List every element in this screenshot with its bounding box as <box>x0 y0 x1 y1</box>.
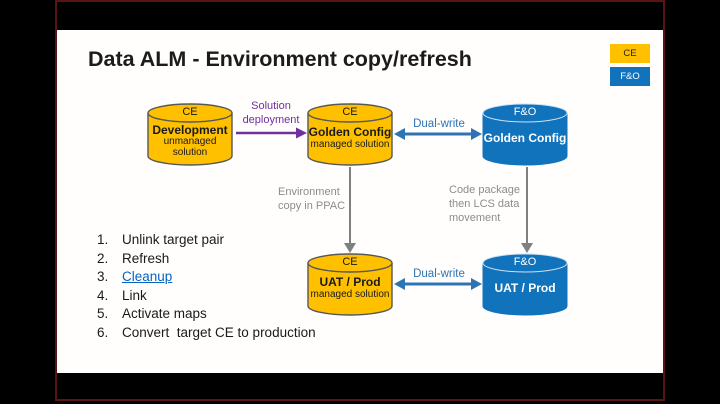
step-number: 4. <box>97 287 109 303</box>
slide-background <box>57 30 663 373</box>
dual-write-bottom-label: Dual-write <box>413 268 465 280</box>
dual-write-top-label: Dual-write <box>413 118 465 130</box>
step-refresh: 2. Refresh <box>97 251 316 270</box>
step-label: Convert target CE to production <box>122 324 316 340</box>
cylinder-uat-prod-ce: CE UAT / Prod managed solution <box>306 252 394 318</box>
cylinder-golden-config-ce: CE Golden Config managed solution <box>306 102 394 168</box>
step-unlink: 1. Unlink target pair <box>97 232 316 251</box>
step-label: Refresh <box>122 250 170 266</box>
cylinder-env-label: CE <box>342 106 358 118</box>
steps-list: 1. Unlink target pair 2. Refresh 3. Clea… <box>97 232 316 343</box>
step-link: 4. Link <box>97 288 316 307</box>
step-number: 1. <box>97 232 109 247</box>
cylinder-shape <box>307 253 393 316</box>
cylinder-env-label: CE <box>182 106 198 118</box>
cylinder-sub-label: managed solution <box>310 289 390 300</box>
step-cleanup: 3. Cleanup <box>97 269 316 288</box>
cylinder-uat-prod-fo: F&O UAT / Prod <box>481 252 569 318</box>
cylinder-name-label: Golden Config <box>483 131 567 145</box>
cylinder-shape <box>307 103 393 166</box>
cylinder-development: CE Development unmanaged solution <box>146 102 234 168</box>
step-number: 3. <box>97 269 109 284</box>
step-label: Activate maps <box>122 306 207 321</box>
page-title: Data ALM - Environment copy/refresh <box>88 47 472 71</box>
cylinder-shape <box>482 253 568 316</box>
environment-copy-label: Environment copy in PPAC <box>278 186 346 212</box>
legend-fo-badge: F&O <box>610 67 650 86</box>
cylinder-env-label: F&O <box>513 256 537 268</box>
cylinder-sub-label: managed solution <box>310 139 390 150</box>
cylinder-name-label: Development <box>152 123 228 137</box>
cylinder-env-label: F&O <box>513 106 537 118</box>
solution-deployment-label: Solution deployment <box>242 100 300 126</box>
cleanup-link[interactable]: Cleanup <box>122 269 173 284</box>
step-convert: 6. Convert target CE to production <box>97 325 316 344</box>
step-label: Link <box>122 287 147 303</box>
cylinder-sub-label: unmanaged solution <box>163 136 217 159</box>
cylinder-shape <box>147 103 233 166</box>
step-number: 5. <box>97 306 109 321</box>
step-activate-maps: 5. Activate maps <box>97 306 316 325</box>
cylinder-name-label: UAT / Prod <box>494 281 556 295</box>
step-number: 6. <box>97 324 109 340</box>
cylinder-golden-config-fo: F&O Golden Config <box>481 102 569 168</box>
cylinder-name-label: Golden Config <box>308 125 392 139</box>
cylinder-shape <box>482 103 568 166</box>
step-label: Unlink target pair <box>122 232 225 247</box>
legend-ce-badge: CE <box>610 44 650 63</box>
step-number: 2. <box>97 250 109 266</box>
code-package-label: Code package then LCS data movement <box>449 184 520 224</box>
cylinder-name-label: UAT / Prod <box>319 275 381 289</box>
cylinder-env-label: CE <box>342 256 358 268</box>
